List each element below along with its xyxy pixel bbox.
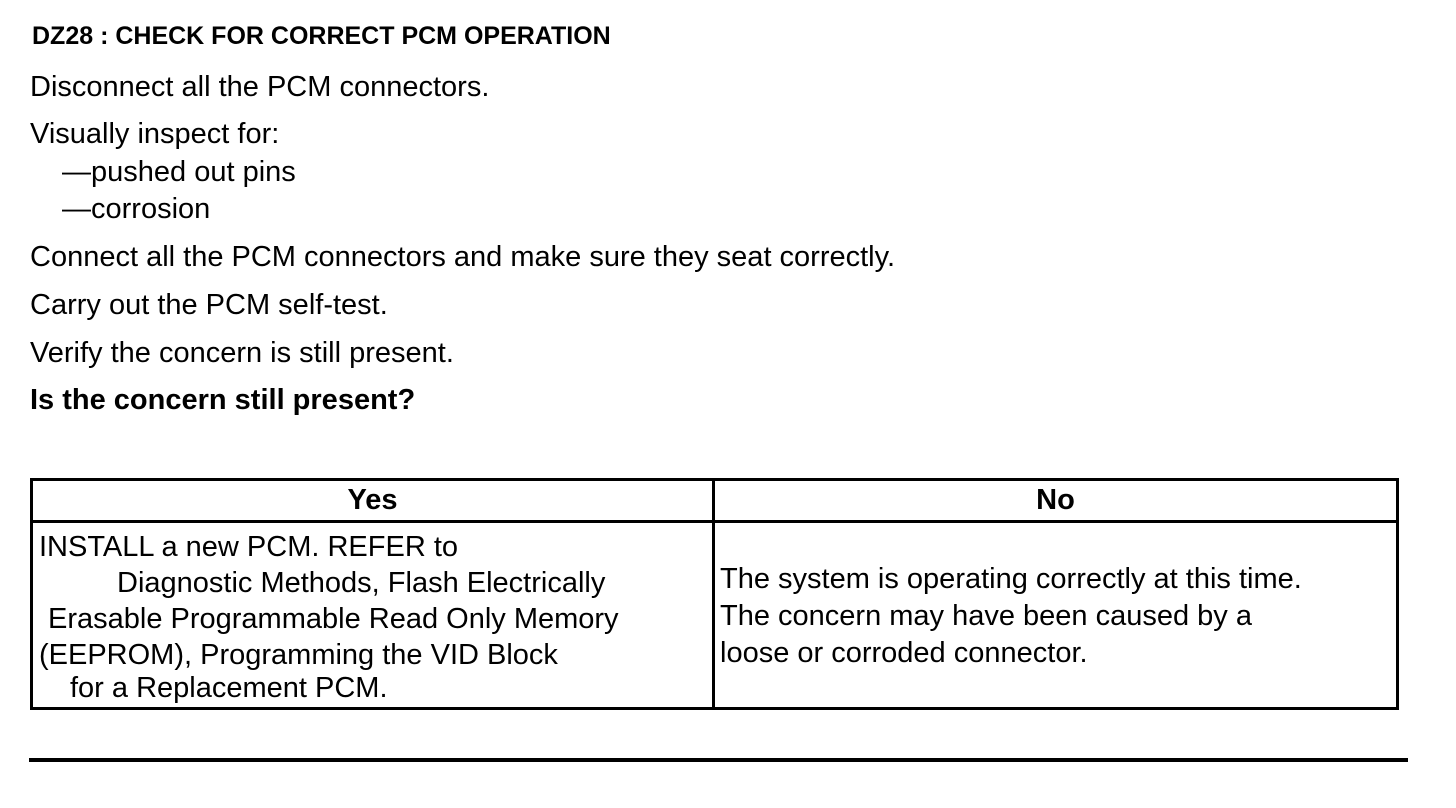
procedure-heading: DZ28 : CHECK FOR CORRECT PCM OPERATION — [32, 22, 611, 50]
step-disconnect: Disconnect all the PCM connectors. — [30, 71, 490, 103]
inspect-item: —corrosion — [62, 193, 211, 225]
yes-header: Yes — [30, 478, 715, 523]
no-header: No — [712, 478, 1399, 523]
yes-line: INSTALL a new PCM. REFER to — [39, 531, 459, 563]
no-cell: The system is operating correctly at thi… — [712, 520, 1399, 710]
yes-line: (EEPROM), Programming the VID Block — [39, 639, 558, 671]
yes-line: Erasable Programmable Read Only Memory — [48, 603, 619, 635]
step-verify: Verify the concern is still present. — [30, 337, 454, 369]
step-question: Is the concern still present? — [30, 384, 416, 416]
inspect-item: —pushed out pins — [62, 156, 296, 188]
result-table: Yes No INSTALL a new PCM. REFER to Diagn… — [30, 478, 1399, 710]
yes-line: Diagnostic Methods, Flash Electrically — [117, 567, 606, 599]
yes-line: for a Replacement PCM. — [70, 672, 388, 704]
step-inspect-intro: Visually inspect for: — [30, 118, 280, 150]
no-line: The concern may have been caused by a — [720, 600, 1252, 632]
no-line: loose or corroded connector. — [720, 637, 1088, 669]
step-self-test: Carry out the PCM self-test. — [30, 289, 388, 321]
no-line: The system is operating correctly at thi… — [720, 563, 1302, 595]
yes-cell: INSTALL a new PCM. REFER to Diagnostic M… — [30, 520, 715, 710]
bottom-divider — [29, 758, 1408, 762]
step-connect: Connect all the PCM connectors and make … — [30, 241, 896, 273]
